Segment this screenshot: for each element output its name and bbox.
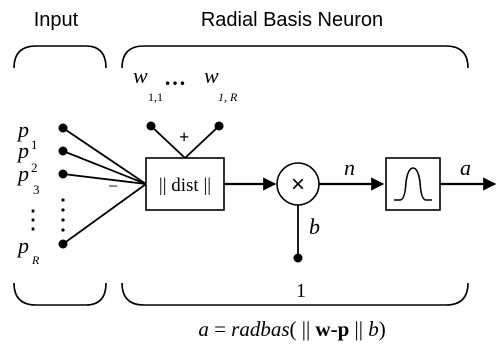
eq-equals: =	[209, 317, 231, 341]
equation: a = radbas( || w-p || b)	[198, 317, 385, 341]
weight-dot-w1R	[214, 121, 224, 131]
input-p1-label: p	[16, 138, 29, 163]
output-label: a	[460, 155, 471, 180]
neuron-top-bracket	[121, 45, 469, 69]
eq-lhs: a	[198, 317, 209, 341]
weight-ellipsis: …	[164, 65, 186, 90]
input-super-subscripts: 1 2 3 R	[31, 137, 40, 267]
input-dotted-column	[61, 198, 65, 232]
weight-w11-label: w	[133, 63, 148, 88]
constant-one-label: 1	[296, 280, 306, 302]
plus-sign: +	[179, 127, 189, 147]
input-bottom-bracket	[13, 282, 107, 306]
eq-bias: b	[368, 317, 379, 341]
weight-w11-subscript: 1,1	[148, 90, 163, 104]
multiply-symbol: ×	[291, 171, 305, 198]
weight-w1R-subscript: 1, R	[218, 90, 238, 104]
weight-lines	[150, 125, 220, 159]
input-labels: p p p p	[16, 117, 29, 258]
net-input-label: n	[344, 155, 355, 180]
subscript-3: 3	[33, 182, 40, 197]
weight-dot-w11	[146, 121, 156, 131]
eq-bold: w-p	[315, 317, 349, 341]
bias-label: b	[309, 214, 320, 239]
weight-w1R-label: w	[204, 63, 219, 88]
neuron-header: Radial Basis Neuron	[201, 9, 383, 31]
input-lines	[62, 127, 147, 245]
dist-block	[145, 157, 225, 211]
input-top-bracket	[13, 45, 107, 69]
subscript-R: R	[31, 253, 40, 267]
eq-open: ( ||	[290, 317, 316, 341]
minus-sign: −	[108, 176, 118, 196]
radbas-icon	[394, 167, 432, 201]
superscript-2: 2	[31, 160, 38, 175]
input-pR-label: p	[16, 233, 29, 258]
neuron-bottom-bracket	[121, 282, 469, 306]
eq-func: radbas	[231, 317, 289, 341]
input-header: Input	[34, 9, 79, 31]
bias-dot	[293, 253, 303, 263]
input-p2-label: p	[16, 161, 29, 186]
input-vertical-ellipsis: ⋮	[20, 205, 46, 234]
radbas-block	[385, 157, 441, 211]
eq-close: ||	[349, 317, 368, 341]
input-p-label: p	[16, 117, 29, 142]
superscript-1: 1	[31, 137, 38, 152]
dist-label: || dist ||	[159, 175, 211, 196]
eq-end: )	[379, 317, 386, 341]
